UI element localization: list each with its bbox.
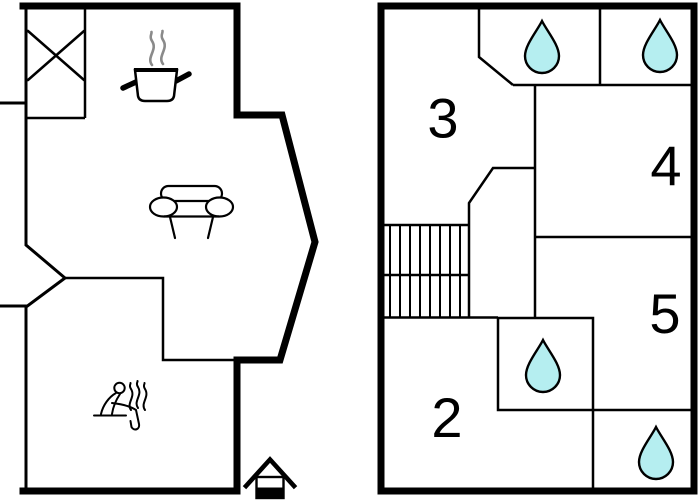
bottom-right-room-walls	[591, 408, 694, 491]
sofa-legs	[168, 215, 215, 240]
staircase	[381, 223, 498, 319]
left-plan-interior-walls	[63, 276, 242, 362]
sofa-right-arm	[204, 196, 235, 218]
middle-bathroom-walls	[496, 316, 595, 412]
steaming-pot-icon	[120, 29, 192, 103]
room-label-2: 2	[431, 386, 462, 449]
room-label-3: 3	[427, 87, 458, 150]
pot-left-handle	[120, 79, 139, 91]
pot-body	[133, 68, 179, 103]
right-floor-plan: 3 4 5 2	[377, 2, 698, 495]
left-plan-annex-walls	[0, 101, 27, 308]
sofa-left-arm	[148, 196, 179, 218]
water-drop-icon	[523, 18, 561, 75]
stair-edges	[381, 223, 498, 319]
wardrobe-box-walls	[26, 6, 87, 120]
stair-treads	[389, 225, 461, 317]
room-label-4: 4	[650, 134, 681, 197]
right-plan-outer-wall	[377, 2, 698, 495]
room-label-5: 5	[649, 282, 680, 345]
pot-steam-line	[160, 29, 166, 66]
left-floor-plan	[0, 2, 319, 500]
house-roof	[242, 456, 298, 490]
wardrobe-x-icon	[26, 29, 86, 82]
basement-house-icon	[242, 456, 298, 500]
wall-top-bathroom-left	[477, 6, 514, 86]
pot-right-handle	[173, 71, 192, 84]
sauna-person-head	[113, 381, 126, 395]
wall-stair-landing	[467, 166, 535, 317]
water-drop-icon	[641, 17, 679, 74]
sauna-person-icon	[93, 380, 148, 431]
sauna-steam-line	[142, 382, 148, 411]
house-dark-half	[256, 487, 284, 498]
water-drop-icons	[523, 17, 679, 481]
water-drop-icon	[637, 424, 675, 481]
sauna-steam-line	[135, 380, 141, 409]
pot-steam-line	[149, 30, 155, 67]
water-drop-icon	[524, 337, 562, 394]
sauna-steam-line	[128, 382, 134, 411]
left-plan-outer-wall	[19, 2, 319, 495]
sofa-back	[159, 184, 224, 203]
sauna-person-body	[100, 392, 141, 431]
sofa-icon	[148, 184, 235, 240]
